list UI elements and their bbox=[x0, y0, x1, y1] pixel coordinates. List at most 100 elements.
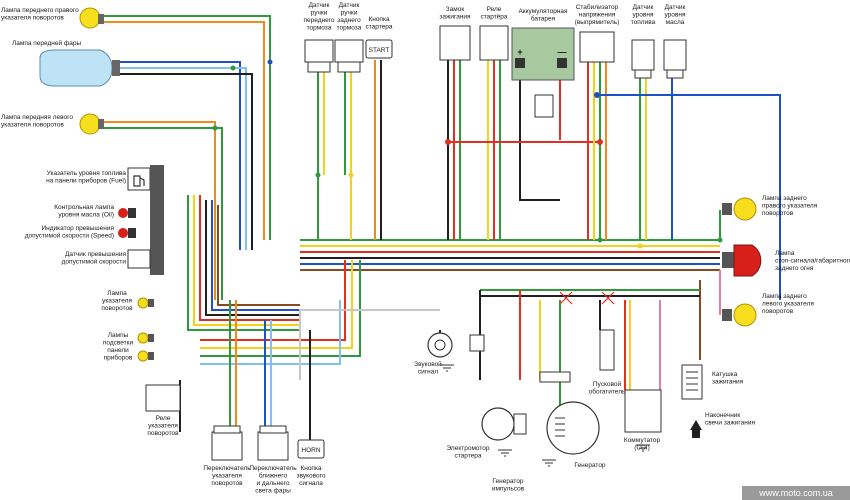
watermark-text: www.moto.com.ua bbox=[758, 488, 833, 498]
label-line: (выпрямитель) bbox=[575, 19, 620, 26]
label-line: заднего bbox=[337, 17, 361, 24]
horn bbox=[427, 332, 485, 358]
label-line: Реле bbox=[156, 415, 171, 422]
spark-plug-cap bbox=[690, 420, 702, 438]
label-line: правого указателя bbox=[762, 203, 818, 210]
fuel-level-sensor bbox=[631, 39, 655, 79]
label-line: топлива bbox=[631, 19, 656, 26]
label-line: ручки bbox=[311, 10, 328, 17]
label-line: стартера bbox=[455, 453, 482, 460]
label-line: на панели приборов (Fuel) bbox=[46, 177, 126, 185]
label-line: указателя bbox=[148, 423, 178, 430]
label-line: Коммутатор bbox=[624, 437, 661, 444]
wire-junctions bbox=[212, 59, 723, 249]
turn-relay bbox=[145, 384, 181, 412]
label-line: Лампы bbox=[108, 332, 129, 339]
label-line: Датчик превышения bbox=[65, 251, 126, 258]
label-line: Генератор bbox=[492, 478, 524, 485]
label-line: Лампа заднего bbox=[762, 195, 807, 202]
wire-bundle bbox=[102, 15, 781, 440]
battery-plus-text: + bbox=[517, 47, 522, 57]
label-generator: Генератор bbox=[574, 462, 606, 469]
label-line: поворотов bbox=[147, 430, 179, 437]
label-line: обогатитель bbox=[589, 388, 626, 396]
turn-switch bbox=[211, 425, 243, 461]
voltage-regulator bbox=[579, 31, 615, 63]
panel-turn-indicator-lamp bbox=[137, 297, 154, 309]
label-line: напряжения bbox=[579, 12, 616, 19]
label-line: Реле bbox=[487, 6, 502, 13]
light-switch bbox=[257, 425, 289, 461]
label-line: левого указателя bbox=[762, 301, 814, 308]
label-line: уровня bbox=[665, 12, 686, 19]
horn-button: HORN bbox=[297, 439, 325, 459]
front-right-turn-lamp bbox=[79, 7, 104, 29]
label-line: звукового bbox=[297, 473, 326, 480]
label-line: Переключатель bbox=[249, 465, 297, 472]
label-line: Стабилизатор bbox=[576, 3, 619, 11]
label-line: стоп-сигнала/габаритного bbox=[775, 257, 850, 265]
label-line: Катушка bbox=[712, 371, 738, 378]
label-line: Кнопка bbox=[368, 16, 389, 23]
label-line: Лампа передней фары bbox=[12, 39, 82, 47]
label-line: стартера bbox=[366, 24, 393, 31]
label-line: зажигания bbox=[439, 14, 471, 21]
label-line: приборов bbox=[104, 354, 133, 362]
battery: + — bbox=[511, 27, 575, 118]
label-line: Указатель уровня топлива bbox=[47, 170, 127, 177]
label-line: Замок bbox=[446, 6, 465, 13]
front-brake-sensor bbox=[304, 39, 334, 73]
headlight bbox=[39, 49, 120, 87]
label-line: указателя поворотов bbox=[1, 15, 64, 22]
label-line: заднего огня bbox=[775, 265, 814, 272]
label-line: Электромотор bbox=[446, 445, 489, 452]
front-left-turn-lamp bbox=[79, 113, 104, 135]
horn-button-text: HORN bbox=[301, 447, 320, 454]
label-line: поворотов bbox=[101, 305, 133, 312]
rear-right-turn-lamp bbox=[722, 197, 757, 221]
label-line: тормоза bbox=[337, 25, 362, 32]
label-line: и дальнего bbox=[256, 480, 289, 487]
label-line: Лампа заднего bbox=[762, 293, 807, 300]
starter-relay bbox=[479, 25, 509, 61]
ignition-coil bbox=[681, 364, 703, 400]
panel-backlight-lamps bbox=[137, 332, 154, 362]
ignition-lock bbox=[439, 25, 471, 61]
label-line: Датчик bbox=[339, 2, 360, 9]
label-line: указателя поворотов bbox=[1, 122, 64, 129]
watermark: www.moto.com.ua bbox=[742, 486, 850, 500]
label-line: тормоза bbox=[307, 25, 332, 32]
ground-symbols bbox=[440, 364, 650, 467]
label-line: указателя bbox=[102, 298, 132, 305]
label-line: света фары bbox=[255, 488, 291, 495]
start-button: START bbox=[365, 39, 393, 59]
label-line: сигнала bbox=[299, 480, 323, 487]
label-line: панели bbox=[107, 347, 129, 354]
generator bbox=[539, 371, 600, 455]
rear-brake-sensor bbox=[334, 39, 364, 73]
label-line: подсветки bbox=[103, 340, 134, 347]
label-line: стартёра bbox=[480, 14, 507, 21]
label-line: допустимой скорости (Speed) bbox=[25, 232, 114, 240]
label-line: Переключатель bbox=[203, 465, 251, 472]
